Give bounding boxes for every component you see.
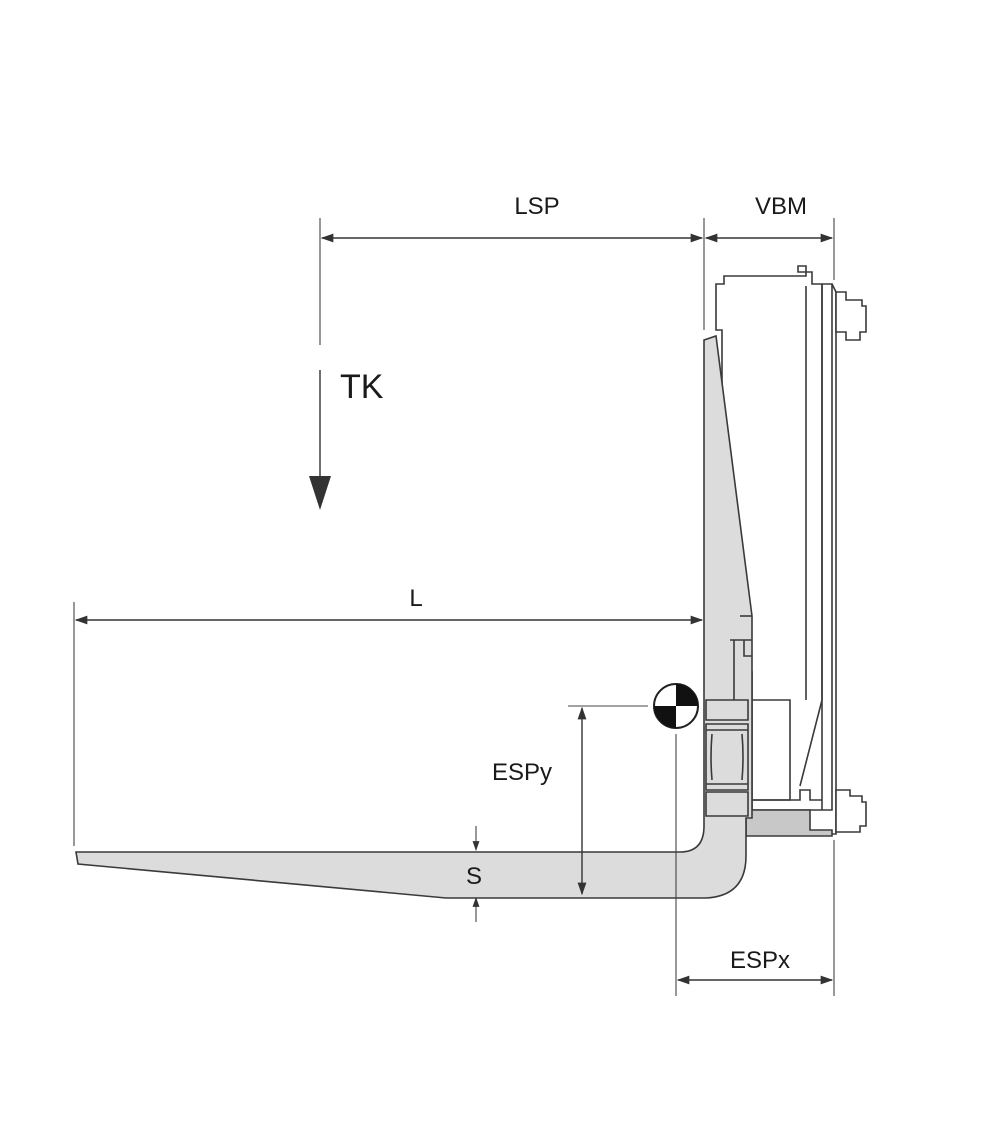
vbm-label: VBM: [755, 193, 807, 220]
dimension-espy: ESPy: [492, 705, 648, 896]
fork: [75, 334, 753, 899]
tk-label: TK: [340, 368, 384, 406]
carriage-body: [715, 265, 867, 837]
tk-load-arrow: TK: [309, 368, 384, 510]
l-label: L: [409, 585, 422, 612]
lsp-label: LSP: [514, 193, 559, 220]
espx-label: ESPx: [730, 947, 790, 974]
dimension-lsp: LSP: [319, 193, 705, 345]
espy-label: ESPy: [492, 759, 552, 786]
s-label: S: [466, 863, 482, 890]
dimension-espx: ESPx: [675, 734, 835, 996]
dimension-s: S: [466, 826, 482, 922]
dimension-vbm: VBM: [704, 193, 835, 280]
center-of-gravity-icon: [653, 683, 699, 729]
dimension-l: L: [73, 585, 704, 846]
